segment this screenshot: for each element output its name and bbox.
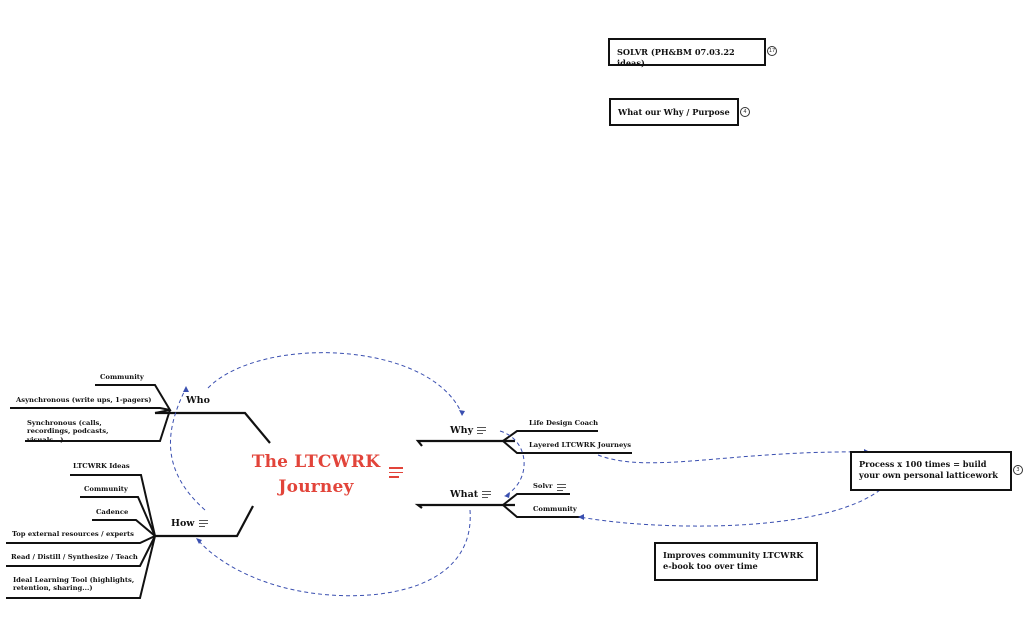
what-notes-icon[interactable] xyxy=(482,491,491,498)
how-item-ideal-learning-tool[interactable]: Ideal Learning Tool (highlights, retenti… xyxy=(13,576,135,593)
who-child-lines xyxy=(10,384,172,442)
why-item-layered-journeys[interactable]: Layered LTCWRK Journeys xyxy=(529,441,632,449)
what-item-solvr[interactable]: Solvr xyxy=(533,482,553,490)
branch-how[interactable]: How xyxy=(171,518,195,529)
solvr-box-label: SOLVR (PH&BM 07.03.22 ideas) xyxy=(617,47,735,69)
improves-box[interactable]: Improves community LTCWRK e-book too ove… xyxy=(654,542,818,581)
how-child-lines xyxy=(6,474,156,599)
who-item-synchronous[interactable]: Synchronous (calls, recordings, podcasts… xyxy=(27,419,109,444)
process-count-badge[interactable]: 3 xyxy=(1013,465,1023,475)
why-purpose-box-label: What our Why / Purpose xyxy=(618,107,730,117)
process-box-label: Process x 100 times = build your own per… xyxy=(859,459,998,481)
why-purpose-box[interactable]: What our Why / Purpose xyxy=(609,98,739,126)
branch-line-why xyxy=(415,439,515,447)
solvr-notes-icon[interactable] xyxy=(557,484,566,491)
how-item-read-distill[interactable]: Read / Distill / Synthesize / Teach xyxy=(11,553,138,561)
solvr-box[interactable]: SOLVR (PH&BM 07.03.22 ideas) xyxy=(608,38,766,69)
solvr-count-badge[interactable]: 17 xyxy=(767,46,777,56)
why-notes-icon[interactable] xyxy=(477,427,486,434)
central-notes-icon[interactable] xyxy=(389,467,403,478)
branch-line-how xyxy=(155,505,254,538)
process-box[interactable]: Process x 100 times = build your own per… xyxy=(850,451,1012,491)
how-item-ltcwrk-ideas[interactable]: LTCWRK Ideas xyxy=(73,462,130,470)
branch-line-who xyxy=(155,411,271,444)
what-item-community[interactable]: Community xyxy=(533,505,577,513)
why-item-life-design-coach[interactable]: Life Design Coach xyxy=(529,419,599,427)
branch-who[interactable]: Who xyxy=(186,395,210,406)
how-item-community[interactable]: Community xyxy=(84,485,128,493)
improves-box-label: Improves community LTCWRK e-book too ove… xyxy=(663,550,804,572)
central-topic-line1: The LTCWRK xyxy=(251,452,381,472)
how-notes-icon[interactable] xyxy=(199,520,208,527)
branch-what[interactable]: What xyxy=(450,489,479,500)
branch-line-what xyxy=(414,503,515,509)
relationship-connectors xyxy=(169,352,881,597)
central-topic-line2: Journey xyxy=(278,477,354,497)
how-item-top-resources[interactable]: Top external resources / experts xyxy=(12,530,134,538)
central-topic[interactable]: The LTCWRK Journey xyxy=(246,450,386,500)
why-purpose-count-badge[interactable]: 4 xyxy=(740,107,750,117)
why-child-lines xyxy=(502,430,632,454)
what-child-lines xyxy=(502,493,580,518)
how-item-cadence[interactable]: Cadence xyxy=(96,508,129,516)
branch-why[interactable]: Why xyxy=(450,425,474,436)
who-item-asynchronous[interactable]: Asynchronous (write ups, 1-pagers) xyxy=(16,396,152,404)
who-item-community[interactable]: Community xyxy=(100,373,144,381)
